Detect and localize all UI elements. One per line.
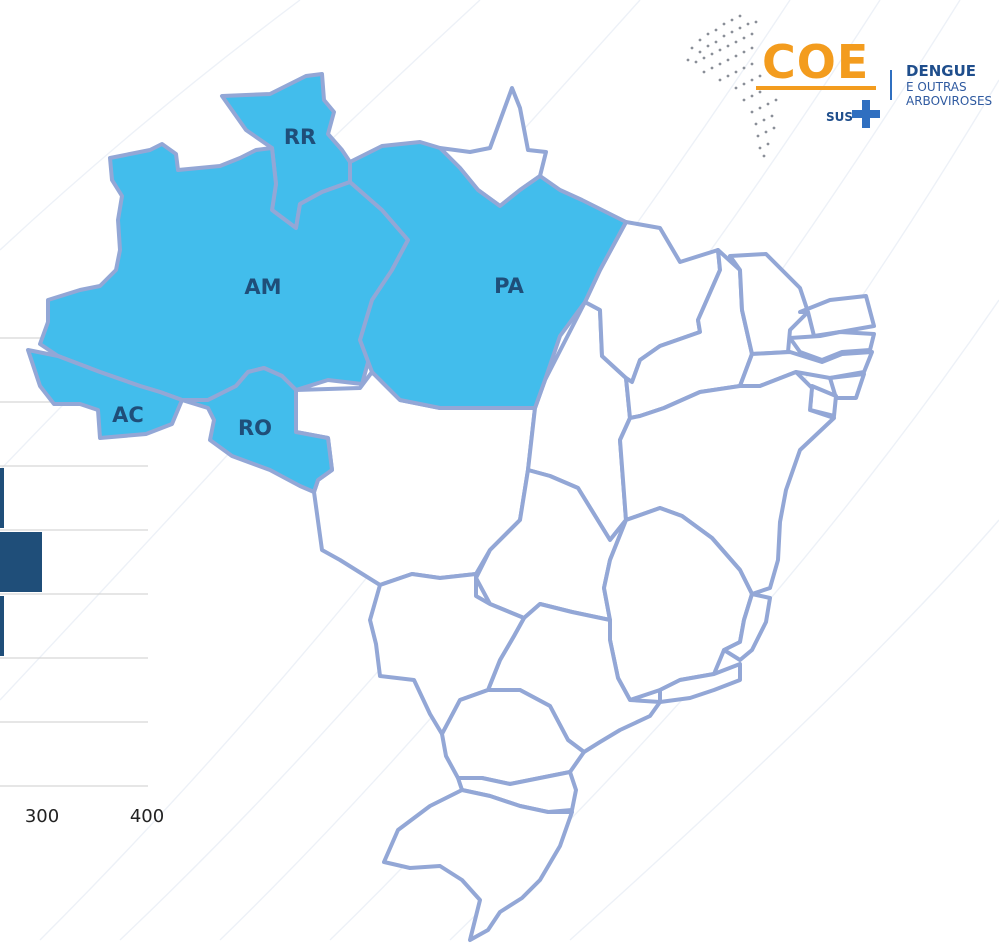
sus-word: SUS	[826, 110, 853, 124]
brazil-map	[294, 86, 876, 942]
state-ac	[26, 348, 184, 440]
state-pb	[788, 330, 876, 362]
bar-chart-fragment: 300 400	[0, 337, 164, 827]
coe-brand-word: COE	[762, 35, 869, 89]
state-ro	[180, 366, 334, 494]
label-ro: RO	[238, 416, 272, 440]
state-rj	[658, 662, 742, 704]
region-labels: RR AM PA AC RO	[112, 125, 524, 440]
chart-bar	[0, 596, 4, 656]
state-rs	[382, 788, 574, 942]
state-rn	[798, 294, 876, 338]
dengue-title: DENGUE	[906, 62, 976, 80]
label-ac: AC	[112, 403, 144, 427]
label-rr: RR	[284, 125, 316, 149]
chart-bar	[0, 468, 4, 528]
dengue-subtitle-line2: ARBOVIROSES	[906, 94, 992, 108]
dotted-map-logo-icon	[686, 14, 778, 158]
state-pa	[348, 140, 628, 410]
state-al	[828, 372, 866, 400]
highlighted-states	[26, 72, 628, 494]
coe-underline	[756, 86, 876, 90]
chart-bar	[0, 532, 42, 592]
dengue-subtitle-line1: E OUTRAS	[906, 80, 967, 94]
state-ce	[728, 252, 810, 356]
label-pa: PA	[494, 274, 524, 298]
state-ms	[368, 572, 526, 736]
state-es	[722, 592, 772, 662]
coe-dengue-logo: COE SUS DENGUE E OUTRAS ARBOVIROSES	[686, 14, 992, 158]
label-am: AM	[244, 275, 281, 299]
chart-tick-label: 400	[130, 806, 164, 827]
chart-tick-label: 300	[25, 806, 59, 827]
sus-cross-icon	[852, 100, 880, 128]
